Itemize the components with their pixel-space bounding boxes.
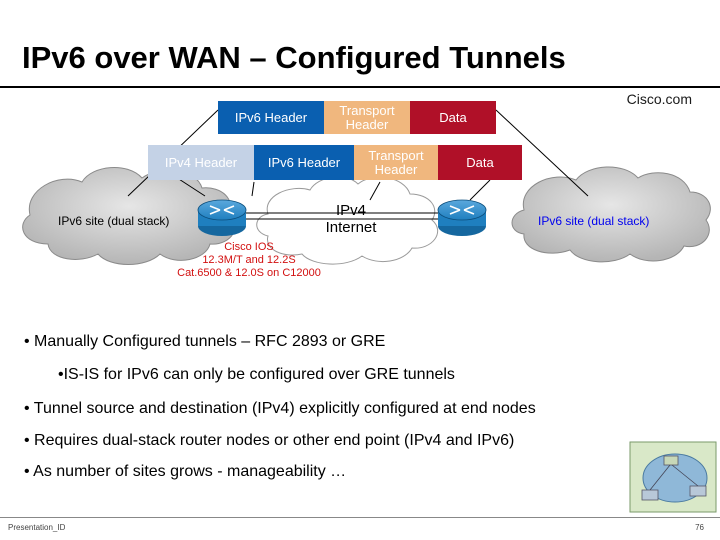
title-divider (0, 86, 720, 88)
ios-line-3: Cat.6500 & 12.0S on C12000 (177, 267, 321, 279)
slide-title: IPv6 over WAN – Configured Tunnels (22, 40, 566, 75)
right-site-label: IPv6 site (dual stack) (538, 214, 650, 228)
left-router-icon (197, 199, 247, 236)
ipv4-internet-label: IPv4 Internet (325, 202, 377, 236)
right-router-arrow (469, 179, 491, 201)
footer-divider (0, 517, 720, 518)
cisco-ios-note: Cisco IOS 12.3M/T and 12.2S Cat.6500 & 1… (168, 241, 330, 280)
bottom-ipv4-header: IPv4 Header (148, 145, 254, 180)
right-site-cloud (511, 166, 711, 263)
bottom-ipv6-header: IPv6 Header (254, 145, 354, 180)
bottom-data: Data (438, 145, 522, 180)
bullet-1: • Manually Configured tunnels – RFC 2893… (24, 333, 386, 350)
top-transport-header: Transport Header (324, 101, 410, 134)
bottom-transport-header: Transport Header (354, 145, 438, 180)
bullet-3: • Tunnel source and destination (IPv4) e… (24, 400, 536, 417)
decorative-thumbnail-icon (629, 441, 717, 513)
bullet-4: • Requires dual-stack router nodes or ot… (24, 432, 515, 449)
ios-line-1: Cisco IOS (224, 241, 274, 253)
top-ipv6-header: IPv6 Header (218, 101, 324, 134)
footer-presentation-id: Presentation_ID (8, 523, 66, 532)
cisco-brand: Cisco.com (626, 91, 692, 107)
top-data: Data (410, 101, 496, 134)
ios-line-2: 12.3M/T and 12.2S (202, 254, 296, 266)
bullet-2: •IS-IS for IPv6 can only be configured o… (58, 366, 455, 383)
left-site-label: IPv6 site (dual stack) (58, 214, 170, 228)
footer-page-number: 76 (695, 523, 704, 532)
right-router-icon (437, 199, 487, 236)
right-top-arrow (495, 109, 589, 197)
bullet-5: • As number of sites grows - manageabili… (24, 463, 347, 480)
